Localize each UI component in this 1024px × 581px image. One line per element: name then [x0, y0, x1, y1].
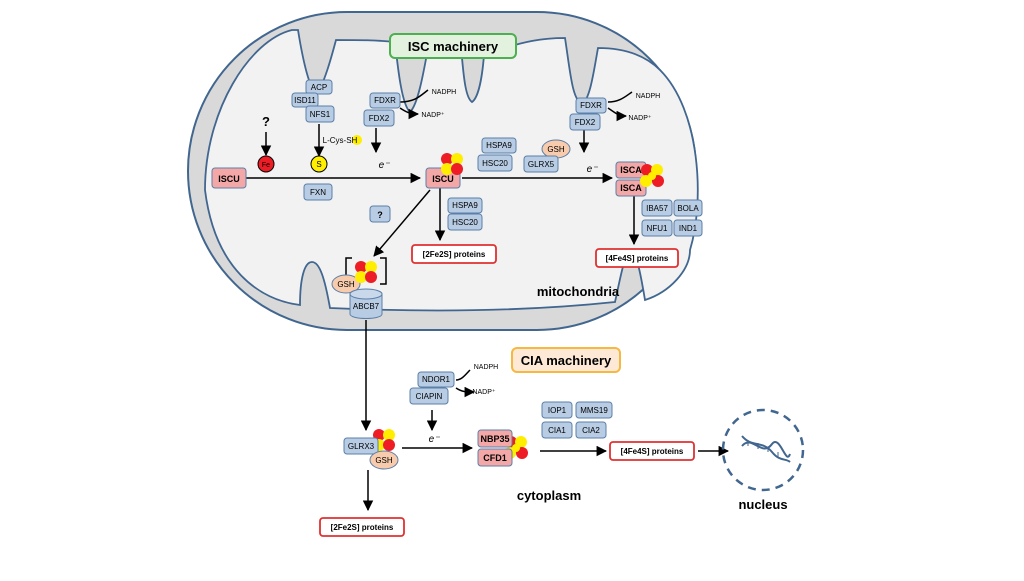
hspa9-2: HSPA9: [452, 201, 478, 210]
nucleus-icon: [721, 408, 805, 492]
isc-machinery-label: ISC machinery: [408, 39, 499, 54]
ind1: IND1: [679, 224, 698, 233]
cia1: CIA1: [548, 426, 566, 435]
ndor1: NDOR1: [422, 375, 451, 384]
cia-machinery-label-box: CIA machinery: [511, 347, 621, 373]
iop1: IOP1: [548, 406, 567, 415]
nadph-1: NADPH: [432, 89, 457, 96]
unknown-transport: ?: [377, 210, 383, 220]
nfu1: NFU1: [647, 224, 668, 233]
gsh-3: GSH: [375, 456, 393, 465]
iscu-center: ISCU: [432, 174, 454, 184]
isc-machinery-label-box: ISC machinery: [389, 33, 517, 59]
dna-icon: [741, 435, 791, 463]
fe-s-cluster-icon-2: [640, 164, 664, 187]
ciapin: CIAPIN: [416, 392, 443, 401]
electron-2: e⁻: [587, 164, 599, 175]
gsh-1: GSH: [547, 145, 565, 154]
pathway-arrows: [246, 89, 730, 512]
hsc20-2: HSC20: [452, 218, 478, 227]
nadph-2: NADPH: [636, 93, 661, 100]
glrx5: GLRX5: [528, 160, 555, 169]
cyto-2fe2s-proteins: [2Fe2S] proteins: [331, 523, 394, 532]
nadph-curve-1: [399, 89, 429, 103]
fdxr-1: FDXR: [374, 96, 396, 105]
nadp-1: NADP⁺: [421, 112, 444, 119]
fe-s-cluster-icon-3: [355, 261, 377, 283]
nbp35: NBP35: [480, 434, 509, 444]
hsc20-1: HSC20: [482, 159, 508, 168]
s-atom: S: [316, 160, 321, 169]
fe-s-cluster-icon-1: [441, 153, 463, 175]
nadph-curve-2: [607, 91, 633, 103]
electron-1: e⁻: [379, 160, 391, 171]
glrx3: GLRX3: [348, 442, 375, 451]
nfs1: NFS1: [310, 110, 331, 119]
iba57: IBA57: [646, 204, 668, 213]
cyto-protein-group: GLRX3 GSH [2Fe2S] proteins NDOR1 CIAPIN …: [319, 364, 695, 537]
nadph-curve-3: [455, 369, 471, 381]
mito-4fe4s-proteins: [4Fe4S] proteins: [606, 254, 669, 263]
cytoplasm-label: cytoplasm: [517, 488, 581, 503]
abcb7: ABCB7: [353, 302, 380, 311]
arrow-iscu-to-abcb7: [373, 189, 431, 257]
arrow-nadp-1: [399, 107, 420, 120]
svg-text:L-Cys-SH: L-Cys-SH: [323, 136, 358, 145]
unknown-fe-source: ?: [262, 114, 270, 129]
cyto-4fe4s-proteins: [4Fe4S] proteins: [621, 447, 684, 456]
mito-2fe2s-proteins: [2Fe2S] proteins: [423, 250, 486, 259]
nadph-cyto: NADPH: [474, 364, 499, 371]
acp: ACP: [311, 83, 327, 92]
cfd1: CFD1: [483, 453, 507, 463]
fxn: FXN: [310, 188, 326, 197]
iscu-left: ISCU: [218, 174, 240, 184]
mito-protein-group: ISCU ACP ISD11 NFS1 L-Cys-SH ? Fe S FXN …: [211, 79, 703, 319]
arrow-nadp-3: [455, 386, 476, 398]
nadp-cyto: NADP⁺: [472, 389, 495, 396]
cia2: CIA2: [582, 426, 600, 435]
isca-2: ISCA: [620, 183, 642, 193]
mms19: MMS19: [580, 406, 608, 415]
bola: BOLA: [677, 204, 699, 213]
hspa9-1: HSPA9: [486, 141, 512, 150]
fdxr-2: FDXR: [580, 101, 602, 110]
fe-atom: Fe: [262, 162, 270, 169]
isd11: ISD11: [294, 96, 316, 105]
fdx2-1: FDX2: [369, 114, 390, 123]
mitochondria-label: mitochondria: [537, 284, 620, 299]
fdx2-2: FDX2: [575, 118, 596, 127]
isca-1: ISCA: [620, 165, 642, 175]
nucleus-label: nucleus: [738, 497, 787, 512]
arrow-nadp-2: [607, 107, 628, 122]
electron-cyto: e⁻: [429, 434, 441, 445]
nadp-2: NADP⁺: [628, 115, 651, 122]
cia-machinery-label: CIA machinery: [521, 353, 612, 368]
gsh-2: GSH: [337, 280, 355, 289]
